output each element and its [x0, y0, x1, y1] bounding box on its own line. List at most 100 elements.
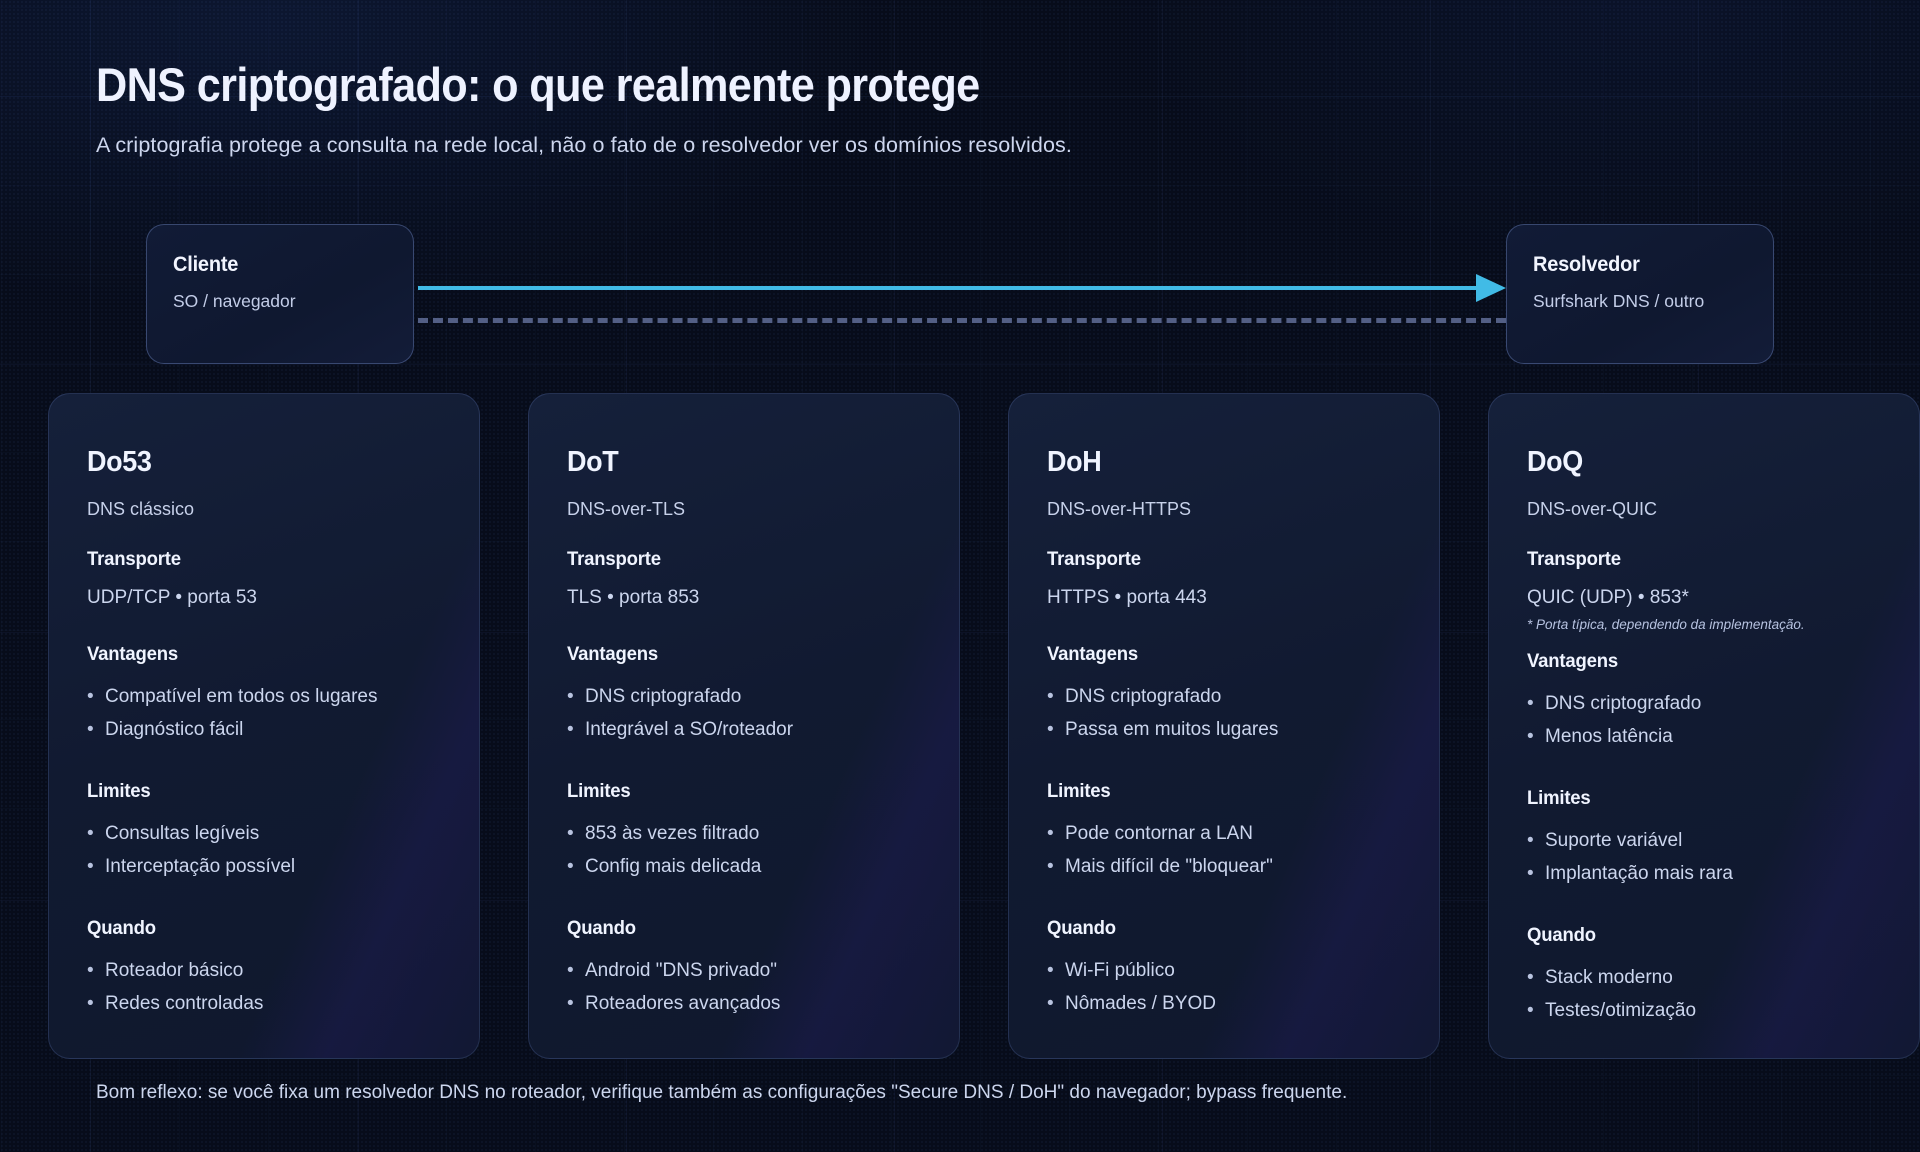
list-item: Roteadores avançados: [567, 987, 921, 1020]
list-item: Stack moderno: [1527, 961, 1881, 994]
list-item: Consultas legíveis: [87, 817, 441, 850]
section-label-transport: Transporte: [87, 548, 181, 570]
list-item: 853 às vezes filtrado: [567, 817, 921, 850]
section-label-transport: Transporte: [1047, 548, 1141, 570]
footer-note: Bom reflexo: se você fixa um resolvedor …: [96, 1082, 1348, 1103]
card-title: Do53: [87, 446, 152, 478]
list-item: Nômades / BYOD: [1047, 987, 1401, 1020]
limits-list: Suporte variável Implantação mais rara: [1527, 824, 1881, 890]
advantages-list: DNS criptografado Integrável a SO/rotead…: [567, 680, 921, 746]
list-item: DNS criptografado: [567, 680, 921, 713]
section-label-when: Quando: [1047, 917, 1116, 939]
list-item: Interceptação possível: [87, 850, 441, 883]
flow-node-client-title: Cliente: [173, 253, 239, 276]
section-label-transport: Transporte: [1527, 548, 1621, 570]
card-title: DoQ: [1527, 446, 1583, 478]
card-section-transport: Transporte QUIC (UDP) • 853* * Porta típ…: [1527, 548, 1881, 632]
protocol-card-doq: DoQ DNS-over-QUIC Transporte QUIC (UDP) …: [1488, 393, 1920, 1059]
advantages-list: DNS criptografado Passa em muitos lugare…: [1047, 680, 1401, 746]
section-label-limits: Limites: [1047, 780, 1111, 802]
protocol-cards: Do53 DNS clássico Transporte UDP/TCP • p…: [0, 393, 1920, 1059]
flow-node-resolver-subtitle: Surfshark DNS / outro: [1533, 291, 1705, 311]
card-subtitle: DNS-over-HTTPS: [1047, 499, 1192, 519]
when-list: Stack moderno Testes/otimização: [1527, 961, 1881, 1027]
page-header: DNS criptografado: o que realmente prote…: [96, 58, 1796, 158]
card-section-when: Quando Stack moderno Testes/otimização: [1527, 924, 1881, 1027]
list-item: Config mais delicada: [567, 850, 921, 883]
transport-value: TLS • porta 853: [567, 587, 700, 608]
list-item: Diagnóstico fácil: [87, 713, 441, 746]
flow-node-resolver: Resolvedor Surfshark DNS / outro: [1506, 224, 1774, 364]
list-item: Pode contornar a LAN: [1047, 817, 1401, 850]
page-subtitle: A criptografia protege a consulta na red…: [96, 132, 1072, 157]
list-item: Testes/otimização: [1527, 994, 1881, 1027]
protocol-card-dot: DoT DNS-over-TLS Transporte TLS • porta …: [528, 393, 960, 1059]
transport-value: HTTPS • porta 443: [1047, 587, 1207, 608]
card-subtitle: DNS-over-TLS: [567, 499, 686, 519]
section-label-advantages: Vantagens: [1047, 643, 1138, 665]
limits-list: 853 às vezes filtrado Config mais delica…: [567, 817, 921, 883]
flow-node-resolver-title: Resolvedor: [1533, 253, 1640, 276]
when-list: Wi-Fi público Nômades / BYOD: [1047, 954, 1401, 1020]
flow-arrow-line: [418, 286, 1482, 290]
list-item: Compatível em todos os lugares: [87, 680, 441, 713]
list-item: DNS criptografado: [1527, 687, 1881, 720]
list-item: Wi-Fi público: [1047, 954, 1401, 987]
card-title: DoH: [1047, 446, 1102, 478]
list-item: Suporte variável: [1527, 824, 1881, 857]
list-item: Redes controladas: [87, 987, 441, 1020]
list-item: Integrável a SO/roteador: [567, 713, 921, 746]
list-item: Implantação mais rara: [1527, 857, 1881, 890]
when-list: Roteador básico Redes controladas: [87, 954, 441, 1020]
card-section-transport: Transporte HTTPS • porta 443: [1047, 548, 1401, 609]
list-item: DNS criptografado: [1047, 680, 1401, 713]
page-title: DNS criptografado: o que realmente prote…: [96, 58, 980, 111]
flow-node-client: Cliente SO / navegador: [146, 224, 414, 364]
list-item: Menos latência: [1527, 720, 1881, 753]
section-label-advantages: Vantagens: [87, 643, 178, 665]
section-label-when: Quando: [567, 917, 636, 939]
flow-arrowhead-icon: [1476, 274, 1506, 302]
section-label-when: Quando: [1527, 924, 1596, 946]
card-section-limits: Limites 853 às vezes filtrado Config mai…: [567, 780, 921, 883]
card-section-advantages: Vantagens DNS criptografado Integrável a…: [567, 643, 921, 746]
section-label-advantages: Vantagens: [567, 643, 658, 665]
when-list: Android "DNS privado" Roteadores avançad…: [567, 954, 921, 1020]
card-subtitle: DNS clássico: [87, 499, 195, 519]
card-section-when: Quando Android "DNS privado" Roteadores …: [567, 917, 921, 1020]
list-item: Mais difícil de "bloquear": [1047, 850, 1401, 883]
flow-diagram: Cliente SO / navegador Resolvedor Surfsh…: [0, 224, 1920, 364]
transport-value: QUIC (UDP) • 853*: [1527, 587, 1689, 608]
advantages-list: Compatível em todos os lugares Diagnósti…: [87, 680, 441, 746]
card-section-when: Quando Roteador básico Redes controladas: [87, 917, 441, 1020]
protocol-card-do53: Do53 DNS clássico Transporte UDP/TCP • p…: [48, 393, 480, 1059]
section-label-advantages: Vantagens: [1527, 650, 1618, 672]
section-label-limits: Limites: [567, 780, 631, 802]
limits-list: Pode contornar a LAN Mais difícil de "bl…: [1047, 817, 1401, 883]
section-label-transport: Transporte: [567, 548, 661, 570]
card-subtitle: DNS-over-QUIC: [1527, 499, 1658, 519]
protocol-card-doh: DoH DNS-over-HTTPS Transporte HTTPS • po…: [1008, 393, 1440, 1059]
flow-dashed-line: [418, 318, 1506, 323]
section-label-limits: Limites: [87, 780, 151, 802]
card-title: DoT: [567, 446, 619, 478]
transport-footnote: * Porta típica, dependendo da implementa…: [1527, 617, 1805, 632]
list-item: Android "DNS privado": [567, 954, 921, 987]
transport-value: UDP/TCP • porta 53: [87, 587, 257, 608]
list-item: Passa em muitos lugares: [1047, 713, 1401, 746]
card-section-advantages: Vantagens DNS criptografado Passa em mui…: [1047, 643, 1401, 746]
card-section-transport: Transporte UDP/TCP • porta 53: [87, 548, 441, 609]
card-section-limits: Limites Pode contornar a LAN Mais difíci…: [1047, 780, 1401, 883]
card-section-limits: Limites Consultas legíveis Interceptação…: [87, 780, 441, 883]
card-section-when: Quando Wi-Fi público Nômades / BYOD: [1047, 917, 1401, 1020]
section-label-limits: Limites: [1527, 787, 1591, 809]
card-section-advantages: Vantagens Compatível em todos os lugares…: [87, 643, 441, 746]
card-section-limits: Limites Suporte variável Implantação mai…: [1527, 787, 1881, 890]
card-section-transport: Transporte TLS • porta 853: [567, 548, 921, 609]
advantages-list: DNS criptografado Menos latência: [1527, 687, 1881, 753]
limits-list: Consultas legíveis Interceptação possíve…: [87, 817, 441, 883]
list-item: Roteador básico: [87, 954, 441, 987]
card-section-advantages: Vantagens DNS criptografado Menos latênc…: [1527, 650, 1881, 753]
section-label-when: Quando: [87, 917, 156, 939]
flow-node-client-subtitle: SO / navegador: [173, 291, 296, 311]
